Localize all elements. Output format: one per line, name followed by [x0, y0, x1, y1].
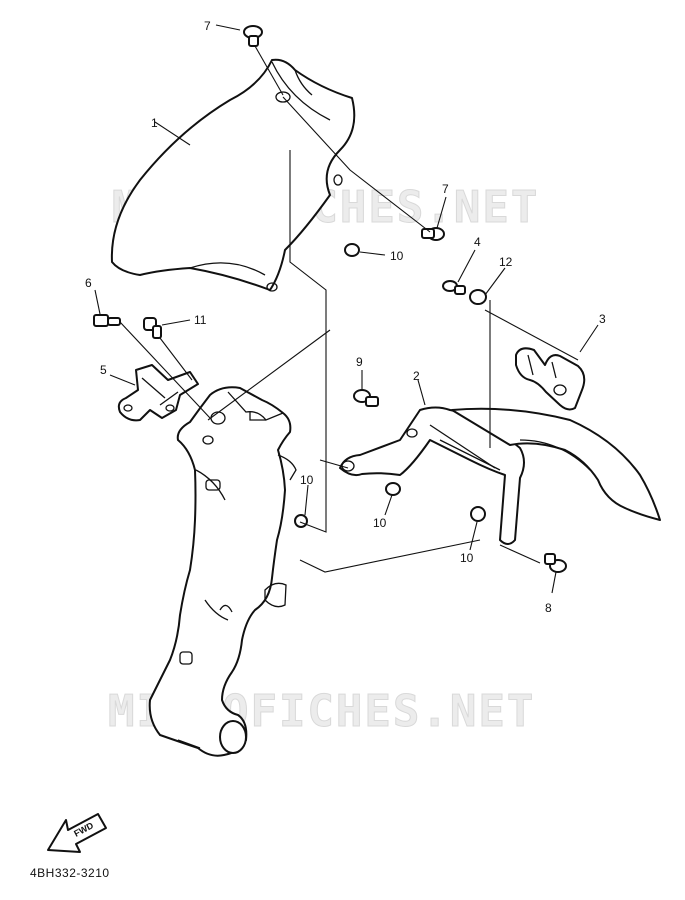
callout-8: 8 [545, 601, 552, 615]
cable-guide-part [515, 347, 586, 411]
callout-10-a: 10 [390, 249, 404, 263]
nut-10-b [294, 514, 308, 528]
callout-1: 1 [151, 116, 158, 130]
bolt-6 [93, 314, 121, 327]
nut-10-a [344, 243, 360, 257]
callout-6: 6 [85, 276, 92, 290]
callout-2: 2 [413, 369, 420, 383]
callout-4: 4 [474, 235, 481, 249]
front-fender-part [110, 58, 356, 292]
callout-5: 5 [100, 363, 107, 377]
bolt-8 [544, 553, 567, 573]
callout-7-top: 7 [204, 19, 211, 33]
nut-10-c [385, 482, 401, 496]
callout-9: 9 [356, 355, 363, 369]
bolt-11 [143, 317, 162, 339]
bolt-9 [353, 389, 379, 407]
washer-12 [469, 289, 487, 305]
fender-rear-section [451, 407, 661, 521]
callout-10-b: 10 [300, 473, 314, 487]
leader-lines [94, 24, 599, 594]
callout-11: 11 [194, 313, 207, 327]
callout-10-c: 10 [373, 516, 387, 530]
forward-arrow-icon: FWD [47, 813, 107, 853]
bolt-7-top [243, 25, 263, 47]
bolt-7-right [421, 227, 445, 241]
callout-12: 12 [499, 255, 513, 269]
callout-10-d: 10 [460, 551, 474, 565]
callout-7-right: 7 [442, 182, 449, 196]
nut-10-d [470, 506, 486, 522]
clamp-assembly-part [117, 364, 199, 422]
callout-3: 3 [599, 312, 606, 326]
bolt-4 [442, 280, 466, 295]
diagram-code: 4BH332-3210 [30, 866, 110, 880]
